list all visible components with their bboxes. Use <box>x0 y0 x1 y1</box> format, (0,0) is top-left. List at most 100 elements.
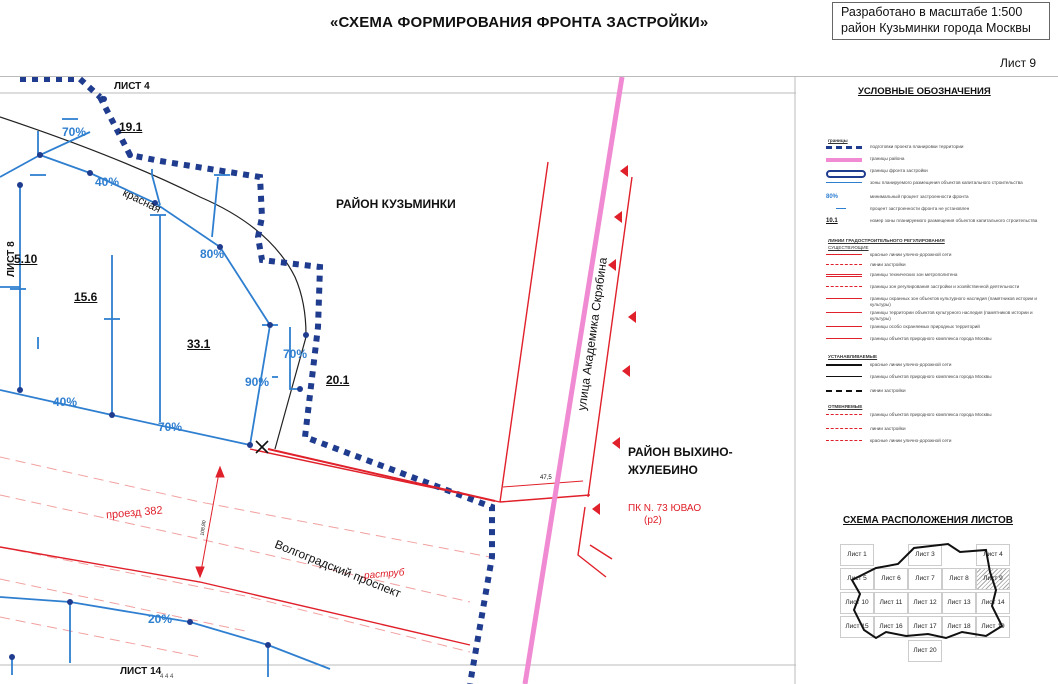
legend-text: границы территории объектов культурного … <box>870 310 1033 321</box>
scale-line-2: район Кузьминки города Москвы <box>841 21 1031 35</box>
red-boundary-line <box>267 448 496 502</box>
legend-sample <box>826 326 862 327</box>
legend-item: границы района <box>814 156 1050 165</box>
sheet-cell[interactable]: Лист 3 <box>908 544 942 566</box>
legend-item: границы объектов природного комплекса го… <box>814 374 1050 383</box>
legend-sample <box>826 376 862 377</box>
legend-sample <box>826 338 862 339</box>
sheet-cell[interactable]: Лист 8 <box>942 568 976 590</box>
legend-sample <box>826 158 862 162</box>
percent-label: 70% <box>283 347 308 361</box>
krasnaya-line <box>0 116 307 450</box>
district-border <box>522 77 625 684</box>
legend-item: границы фронта застройки <box>814 168 1050 178</box>
sheet-label-bottom: ЛИСТ 14 <box>120 666 162 677</box>
sheet-cell[interactable]: Лист 6 <box>874 568 908 590</box>
blue-nodes <box>9 96 309 660</box>
legend-item: зоны планируемого размещения объектов ка… <box>814 180 1050 189</box>
district-kuzminki: РАЙОН КУЗЬМИНКИ <box>336 197 456 211</box>
legend-sample <box>826 312 862 313</box>
legend-item: подготовки проекта планировки территории <box>814 144 1050 153</box>
sheet-cell[interactable]: Лист 13 <box>942 592 976 614</box>
legend-group-heading: УСТАНАВЛИВАЕМЫЕ <box>828 354 878 359</box>
district-vykhino-line1: РАЙОН ВЫХИНО- <box>628 445 733 459</box>
blue-zone-lines <box>0 131 331 677</box>
legend-sample <box>826 390 862 392</box>
legend-text: линии застройки <box>870 426 906 431</box>
sheet-layout-grid: Лист 1 Лист 3 Лист 4 Лист 5 Лист 6 Лист … <box>836 540 1016 675</box>
plot-15-6: 15.6 <box>74 290 98 304</box>
legend-text: границы района <box>870 156 905 161</box>
legend-text: минимальный процент застроенности фронта <box>870 194 969 199</box>
plot-5-10: 5.10 <box>14 252 38 266</box>
legend-sample <box>826 440 862 441</box>
percent-label: 70% <box>158 420 183 434</box>
legend: УСЛОВНЫЕ ОБОЗНАЧЕНИЯ границы подготовки … <box>814 82 1050 452</box>
legend-sample <box>826 146 862 149</box>
sheet-cell[interactable]: Лист 20 <box>908 640 942 662</box>
district-vykhino: РАЙОН ВЫХИНО- ЖУЛЕБИНО <box>628 443 733 479</box>
divider <box>0 76 1058 77</box>
sheet-cell[interactable]: Лист 19 <box>976 616 1010 638</box>
sheet-cell[interactable]: Лист 16 <box>874 616 908 638</box>
red-triangles <box>592 165 636 515</box>
legend-sample <box>826 298 862 299</box>
legend-sample <box>826 286 862 287</box>
sheet-cell[interactable]: Лист 17 <box>908 616 942 638</box>
legend-text: границы объектов природного комплекса го… <box>870 374 992 379</box>
legend-sample: 10.1 <box>826 218 838 224</box>
legend-item: 10.1 номер зоны планируемого размещения … <box>814 218 1050 227</box>
legend-sample <box>826 182 862 183</box>
legend-sample <box>826 364 862 366</box>
legend-text: зоны планируемого размещения объектов ка… <box>870 180 1023 185</box>
legend-sample <box>836 208 846 209</box>
legend-item: границы технических зон метрополитена <box>814 272 1050 281</box>
plot-20-1: 20.1 <box>326 373 350 387</box>
legend-text: границы зон регулирования застройки и хо… <box>870 284 1020 289</box>
legend-sample <box>826 254 862 255</box>
sheet-cell[interactable]: Лист 7 <box>908 568 942 590</box>
sheet-cell[interactable]: Лист 12 <box>908 592 942 614</box>
percent-label: 40% <box>95 175 120 189</box>
pk-label-1: ПК N. 73 ЮВАО <box>628 503 702 514</box>
legend-item: красные линии улично-дорожной сети <box>814 362 1050 371</box>
legend-sample <box>826 170 866 178</box>
legend-subheading: СУЩЕСТВУЮЩИЕ <box>828 245 869 250</box>
legend-text: границы объектов природного комплекса го… <box>870 412 992 417</box>
scale-line-1: Разработано в масштабе 1:500 <box>841 5 1023 19</box>
sheet-cell[interactable]: Лист 11 <box>874 592 908 614</box>
percent-label: 20% <box>148 612 173 626</box>
road-lines <box>0 456 491 658</box>
legend-text: границы объектов природного комплекса го… <box>870 336 992 341</box>
plot-19-1: 19.1 <box>119 120 143 134</box>
legend-group-heading: границы <box>828 138 848 143</box>
legend-text: линии застройки <box>870 262 906 267</box>
percent-label: 80% <box>200 247 225 261</box>
legend-text: красные линии улично-дорожной сети <box>870 438 952 443</box>
page-title: «СХЕМА ФОРМИРОВАНИЯ ФРОНТА ЗАСТРОЙКИ» <box>330 14 709 31</box>
legend-text: красные линии улично-дорожной сети <box>870 252 952 257</box>
legend-item: линии застройки <box>814 426 1050 435</box>
map-area: ЛИСТ 4 ЛИСТ 8 ЛИСТ 14 4 4 4 РАЙОН КУЗЬМИ… <box>0 77 796 684</box>
legend-item: красные линии улично-дорожной сети <box>814 252 1050 261</box>
legend-item: границы объектов природного комплекса го… <box>814 336 1050 345</box>
legend-sample: 80% <box>826 194 839 200</box>
x-marker <box>255 440 269 454</box>
legend-text: границы фронта застройки <box>870 168 928 173</box>
sheet-layout-title: СХЕМА РАСПОЛОЖЕНИЯ ЛИСТОВ <box>843 515 1013 526</box>
legend-sample <box>826 274 862 277</box>
legend-item: границы зон регулирования застройки и хо… <box>814 284 1050 293</box>
legend-item: границы территории объектов культурного … <box>814 310 1050 321</box>
legend-text: границы охранных зон объектов культурног… <box>870 296 1037 307</box>
legend-text: границы особо охраняемых природных терри… <box>870 324 980 329</box>
percent-label: 40% <box>53 395 78 409</box>
percent-label: 70% <box>62 125 87 139</box>
sheet-number: Лист 9 <box>1000 56 1037 70</box>
map-svg <box>0 77 796 684</box>
district-outline <box>850 542 1004 640</box>
pk-label-2: (р2) <box>644 515 662 526</box>
bottom-small-text: 4 4 4 <box>160 674 174 680</box>
red-lines <box>0 161 633 646</box>
legend-item: 80% минимальный процент застроенности фр… <box>814 194 1050 203</box>
sheet-cell[interactable]: Лист 1 <box>840 544 874 566</box>
